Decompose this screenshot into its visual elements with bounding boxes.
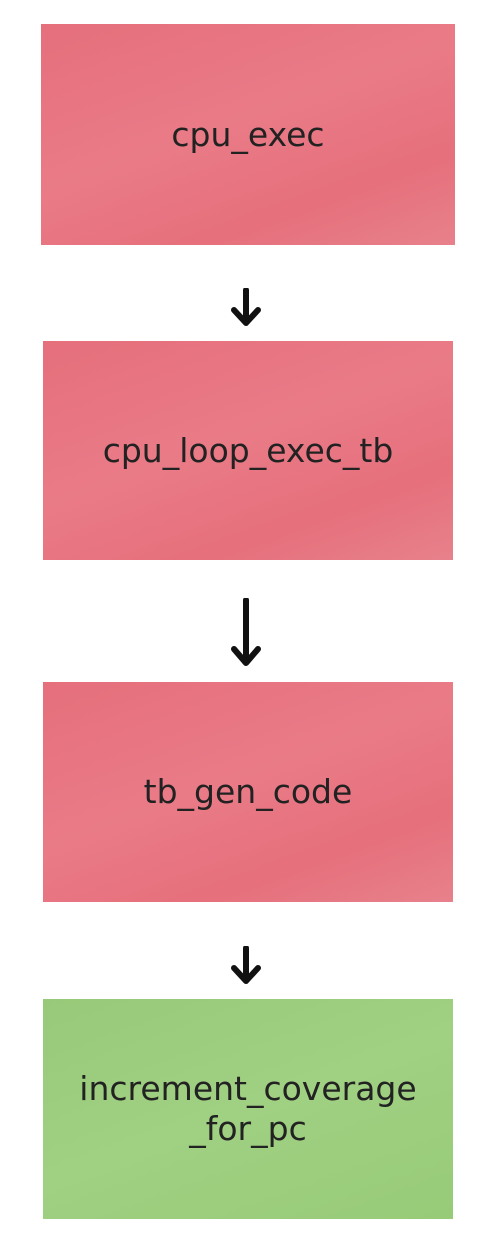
node-label: cpu_loop_exec_tb (102, 430, 394, 470)
arrow-down-icon (231, 288, 261, 326)
node-label: cpu_exec (171, 114, 325, 154)
node-label: tb_gen_code (143, 772, 353, 812)
node-tb-gen-code: tb_gen_code (43, 682, 453, 902)
arrow-down-icon (231, 946, 261, 984)
arrow-down-icon (231, 598, 261, 666)
node-increment-coverage-for-pc: increment_coverage _for_pc (43, 999, 453, 1219)
node-cpu-exec: cpu_exec (41, 24, 455, 245)
node-cpu-loop-exec-tb: cpu_loop_exec_tb (43, 341, 453, 560)
node-label: increment_coverage _for_pc (79, 1069, 417, 1148)
